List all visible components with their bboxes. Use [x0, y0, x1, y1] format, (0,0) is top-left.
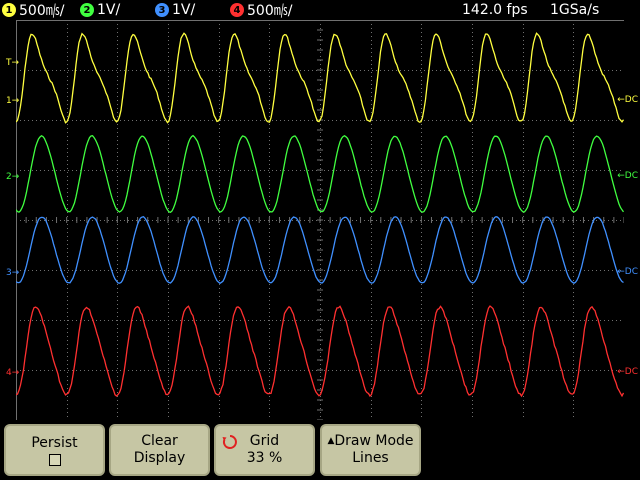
persist-softkey[interactable]: Persist — [4, 424, 105, 476]
channel-4-ground-marker[interactable]: 4→ — [6, 368, 20, 378]
softkey-menu: Persist Clear Display Grid 33 % ▲Draw Mo… — [0, 420, 640, 480]
draw-mode-label-row: ▲Draw Mode — [322, 433, 419, 450]
channel-4-trace — [16, 305, 624, 398]
status-bar: 1 500㎧/ 2 1V/ 3 1V/ 4 500㎧/ 142.0 fps 1G… — [0, 0, 640, 20]
fps-readout: 142.0 fps — [462, 2, 528, 18]
channel-3-trace — [16, 215, 624, 285]
channel-2-coupling-marker: ←DC — [617, 171, 638, 181]
waveform-traces — [16, 32, 624, 398]
up-arrow-icon: ▲ — [327, 436, 335, 446]
ch3-coupling-label: DC — [624, 267, 638, 277]
channel-4-coupling-marker: ←DC — [617, 367, 638, 377]
channel-1-ground-marker[interactable]: 1→ — [6, 96, 20, 106]
draw-mode-label: Draw Mode — [334, 433, 414, 449]
clear-label-line2: Display — [133, 450, 186, 466]
persist-label: Persist — [31, 434, 78, 451]
sample-rate-readout: 1GSa/s — [550, 2, 600, 18]
ch2-marker-label: 2 — [6, 172, 12, 182]
waveform-display — [16, 20, 624, 420]
channel-2-scale[interactable]: 2 1V/ — [80, 1, 120, 19]
channel-4-badge: 4 — [230, 3, 244, 17]
channel-1-trace — [16, 32, 624, 124]
ch1-marker-label: 1 — [6, 96, 12, 106]
rotary-knob-icon — [222, 435, 237, 449]
channel-3-scale[interactable]: 3 1V/ — [155, 1, 195, 19]
channel-2-badge: 2 — [80, 3, 94, 17]
ch4-marker-label: 4 — [6, 368, 12, 378]
channel-3-badge: 3 — [155, 3, 169, 17]
channel-2-ground-marker[interactable]: 2→ — [6, 172, 20, 182]
channel-1-scale[interactable]: 1 500㎧/ — [2, 1, 64, 19]
channel-3-coupling-marker: ←DC — [617, 267, 638, 277]
draw-mode-softkey[interactable]: ▲Draw Mode Lines — [320, 424, 421, 476]
channel-2-scale-value: 1V/ — [97, 2, 121, 18]
trigger-level-marker[interactable]: T→ — [6, 58, 20, 68]
ch1-coupling-label: DC — [624, 95, 638, 105]
ch3-marker-label: 3 — [6, 268, 12, 278]
clear-label-line1: Clear — [141, 433, 178, 449]
ch4-coupling-label: DC — [624, 367, 638, 377]
channel-4-scale[interactable]: 4 500㎧/ — [230, 1, 292, 19]
draw-mode-value: Lines — [352, 450, 389, 466]
persist-checkbox[interactable] — [48, 453, 61, 466]
channel-1-coupling-marker: ←DC — [617, 95, 638, 105]
trigger-marker-label: T — [6, 58, 12, 68]
channel-2-trace — [16, 134, 624, 214]
grid-label: Grid — [249, 433, 280, 449]
clear-display-softkey[interactable]: Clear Display — [109, 424, 210, 476]
channel-3-scale-value: 1V/ — [172, 2, 196, 18]
channel-4-scale-value: 500㎧/ — [247, 3, 293, 19]
channel-1-scale-value: 500㎧/ — [19, 3, 65, 19]
grid-value: 33 % — [246, 450, 283, 466]
channel-1-badge: 1 — [2, 3, 16, 17]
ch2-coupling-label: DC — [624, 171, 638, 181]
grid-softkey[interactable]: Grid 33 % — [214, 424, 315, 476]
channel-3-ground-marker[interactable]: 3→ — [6, 268, 20, 278]
